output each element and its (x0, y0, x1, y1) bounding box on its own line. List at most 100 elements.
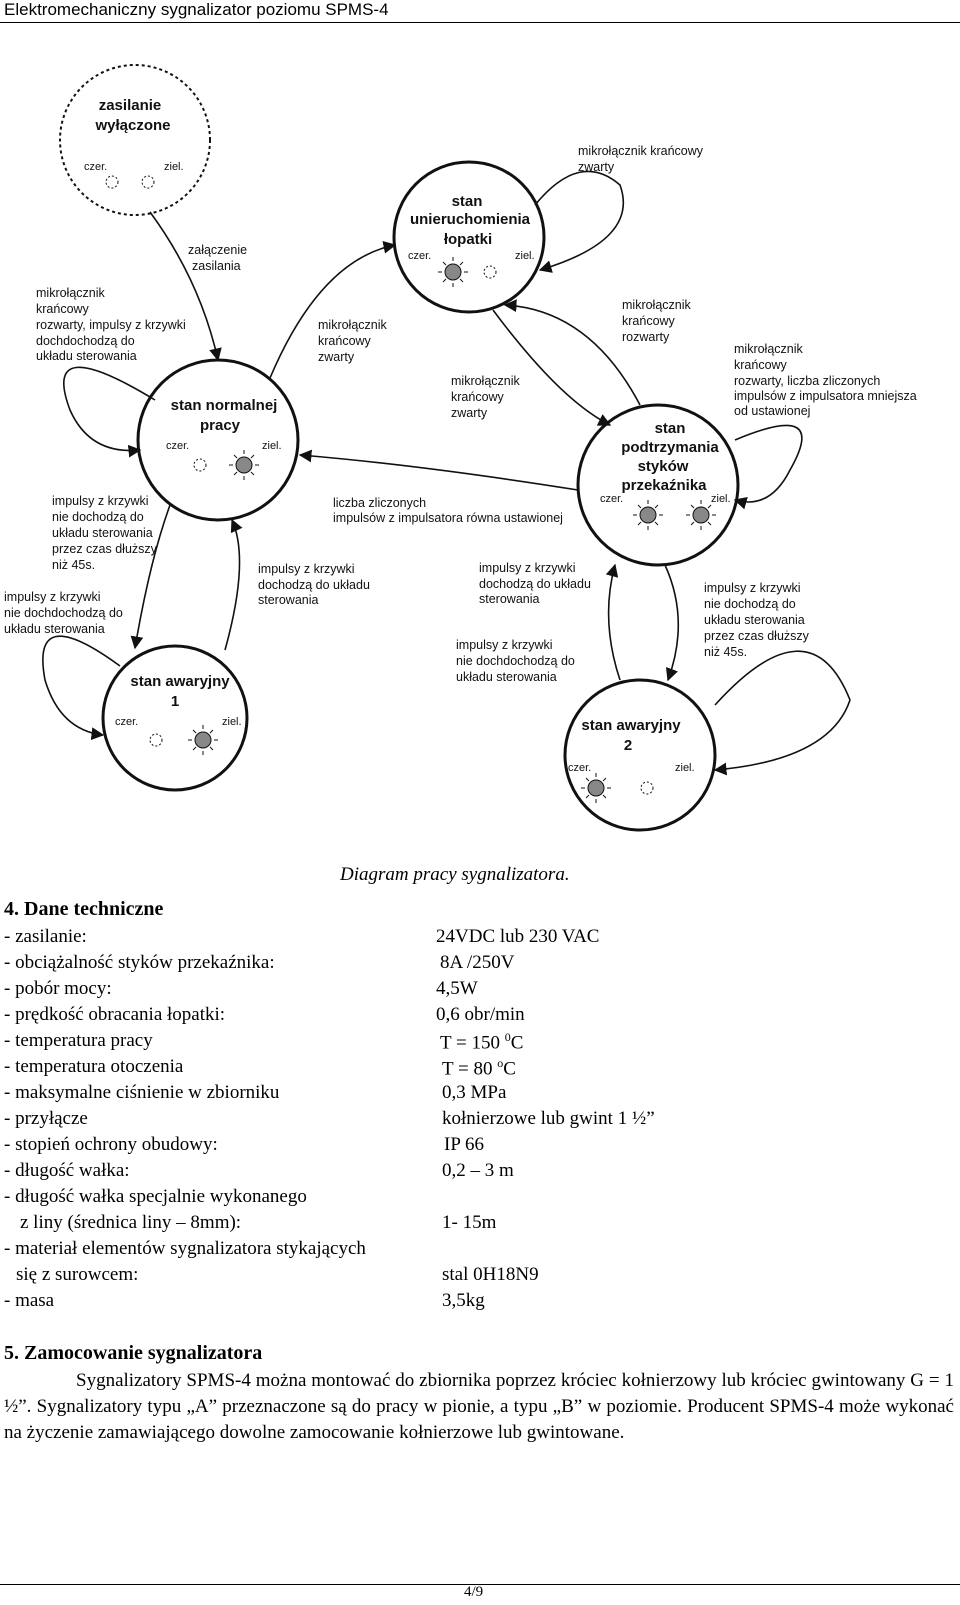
spec-value: T = 150 0C (440, 1030, 523, 1054)
state-off-title-1: zasilanie (99, 97, 162, 114)
label-closed-top: mikrołącznik krańcowy (578, 144, 704, 158)
led-label-green: ziel. (711, 493, 731, 505)
document-header: Elektromechaniczny sygnalizator poziomu … (4, 0, 389, 19)
spec-label: - masa (4, 1290, 55, 1311)
led-label-green: ziel. (515, 250, 535, 262)
state-alarm2-title-2: 2 (624, 737, 632, 754)
label-count-equal: liczba zliczonych (333, 496, 426, 510)
spec-label: - obciążalność styków przekaźnika: (4, 952, 275, 973)
spec-value-number: T = 80 (442, 1058, 493, 1080)
page-number: 4/9 (464, 1584, 484, 1600)
label-open-no-pulses: układu sterowania (36, 349, 137, 363)
spec-label: - długość wałka: (4, 1160, 130, 1181)
label-pulses-arrive-right: sterowania (479, 592, 539, 606)
spec-value: 8A /250V (440, 952, 515, 973)
label-no-pulses-45-right: przez czas dłuższy (704, 629, 810, 643)
led-label-red: czer. (568, 762, 591, 774)
spec-label: - materiał elementów sygnalizatora styka… (4, 1238, 366, 1259)
spec-label: - zasilanie: (4, 926, 87, 947)
spec-value: 0,3 MPa (442, 1082, 507, 1103)
label-no-pulses-45-right: impulsy z krzywki (704, 581, 801, 595)
label-no-pulses-45-right: nie dochodzą do (704, 597, 796, 611)
state-blocked-title-3: łopatki (444, 231, 492, 248)
label-open-count: mikrołącznik (734, 342, 804, 356)
led-label-red: czer. (84, 161, 107, 173)
label-closed-mid: mikrołącznik (451, 374, 521, 388)
state-off-title-2: wyłączone (94, 117, 170, 134)
state-off-circle (59, 64, 211, 216)
spec-label: - stopień ochrony obudowy: (4, 1134, 218, 1155)
label-power-on: zasilania (192, 259, 241, 273)
led-label-red: czer. (408, 250, 431, 262)
state-hold-title-4: przekaźnika (621, 477, 707, 494)
spec-label: - długość wałka specjalnie wykonanego (4, 1186, 307, 1207)
section-5-body: Sygnalizatory SPMS-4 można montować do z… (4, 1370, 954, 1443)
label-open-no-pulses: rozwarty, impulsy z krzywki (36, 318, 186, 332)
spec-value: T = 80 oC (442, 1056, 516, 1080)
section-5-title: 5. Zamocowanie sygnalizatora (4, 1342, 263, 1364)
header-rule (0, 22, 960, 23)
state-hold-circle (576, 403, 740, 567)
spec-value: 0,2 – 3 m (442, 1160, 514, 1181)
label-no-pulses-mid: układu sterowania (456, 670, 557, 684)
led-label-green: ziel. (262, 440, 282, 452)
state-normal-title-2: pracy (200, 417, 241, 434)
section-5-text: Sygnalizatory SPMS-4 można montować do z… (4, 1368, 954, 1446)
label-pulses-arrive-right: dochodzą do układu (479, 577, 591, 591)
label-no-pulses-left: układu sterowania (4, 622, 105, 636)
spec-label: - prędkość obracania łopatki: (4, 1004, 226, 1025)
led-label-green: ziel. (222, 716, 242, 728)
led-label-green: ziel. (164, 161, 184, 173)
spec-value: 4,5W (436, 978, 478, 999)
label-no-pulses-45-left: przez czas dłuższy (52, 542, 158, 556)
state-hold-title-1: stan (655, 420, 686, 437)
state-diagram: zasilanie wyłączone stan normalnej pracy… (4, 64, 917, 832)
label-no-pulses-left: nie dochdochodzą do (4, 606, 123, 620)
state-alarm2-title-1: stan awaryjny (581, 717, 681, 734)
spec-value-sup: o (497, 1056, 504, 1070)
state-alarm1-circle (101, 644, 249, 792)
label-open-count: od ustawionej (734, 404, 810, 418)
label-no-pulses-45-right: niż 45s. (704, 645, 747, 659)
state-blocked-circle (392, 160, 546, 314)
spec-value-unit: C (503, 1058, 516, 1080)
label-no-pulses-mid: impulsy z krzywki (456, 638, 553, 652)
label-pulses-arrive-left: impulsy z krzywki (258, 562, 355, 576)
label-no-pulses-45-right: układu sterowania (704, 613, 805, 627)
section-4-title: 4. Dane techniczne (4, 898, 164, 920)
label-no-pulses-45-left: układu sterowania (52, 526, 153, 540)
spec-value: IP 66 (444, 1134, 484, 1155)
label-closed-left: zwarty (318, 350, 355, 364)
spec-label: - temperatura otoczenia (4, 1056, 184, 1077)
spec-value: stal 0H18N9 (442, 1264, 539, 1285)
spec-label: się z surowcem: (16, 1264, 139, 1285)
spec-value: 1- 15m (442, 1212, 497, 1233)
spec-value-number: T = 150 (440, 1032, 500, 1054)
label-no-pulses-left: impulsy z krzywki (4, 590, 101, 604)
spec-value: 0,6 obr/min (436, 1004, 525, 1025)
spec-label: - przyłącze (4, 1108, 88, 1129)
led-icon (105, 175, 716, 803)
label-open-no-pulses: mikrołącznik (36, 286, 106, 300)
label-closed-top: zwarty (578, 160, 615, 174)
transition-arrows (42, 170, 851, 776)
state-alarm1-title-2: 1 (171, 693, 179, 710)
label-power-on: załączenie (188, 243, 247, 257)
label-closed-left: mikrołącznik (318, 318, 388, 332)
led-label-red: czer. (600, 493, 623, 505)
label-pulses-arrive-right: impulsy z krzywki (479, 561, 576, 575)
diagram-caption: Diagram pracy sygnalizatora. (340, 864, 570, 885)
spec-label: - pobór mocy: (4, 978, 112, 999)
label-pulses-arrive-left: dochodzą do układu (258, 578, 370, 592)
label-closed-mid: krańcowy (451, 390, 505, 404)
state-alarm1-title-1: stan awaryjny (130, 673, 230, 690)
label-no-pulses-45-left: niż 45s. (52, 558, 95, 572)
label-open-count: rozwarty, liczba zliczonych (734, 374, 880, 388)
label-closed-left: krańcowy (318, 334, 372, 348)
label-open-no-pulses: dochdochodzą do (36, 334, 135, 348)
spec-value-sup: 0 (504, 1030, 511, 1044)
label-open-right: krańcowy (622, 314, 676, 328)
footer-rule (0, 1584, 960, 1585)
state-hold-title-2: podtrzymania (621, 439, 719, 456)
state-blocked-title-2: unieruchomienia (410, 211, 531, 228)
